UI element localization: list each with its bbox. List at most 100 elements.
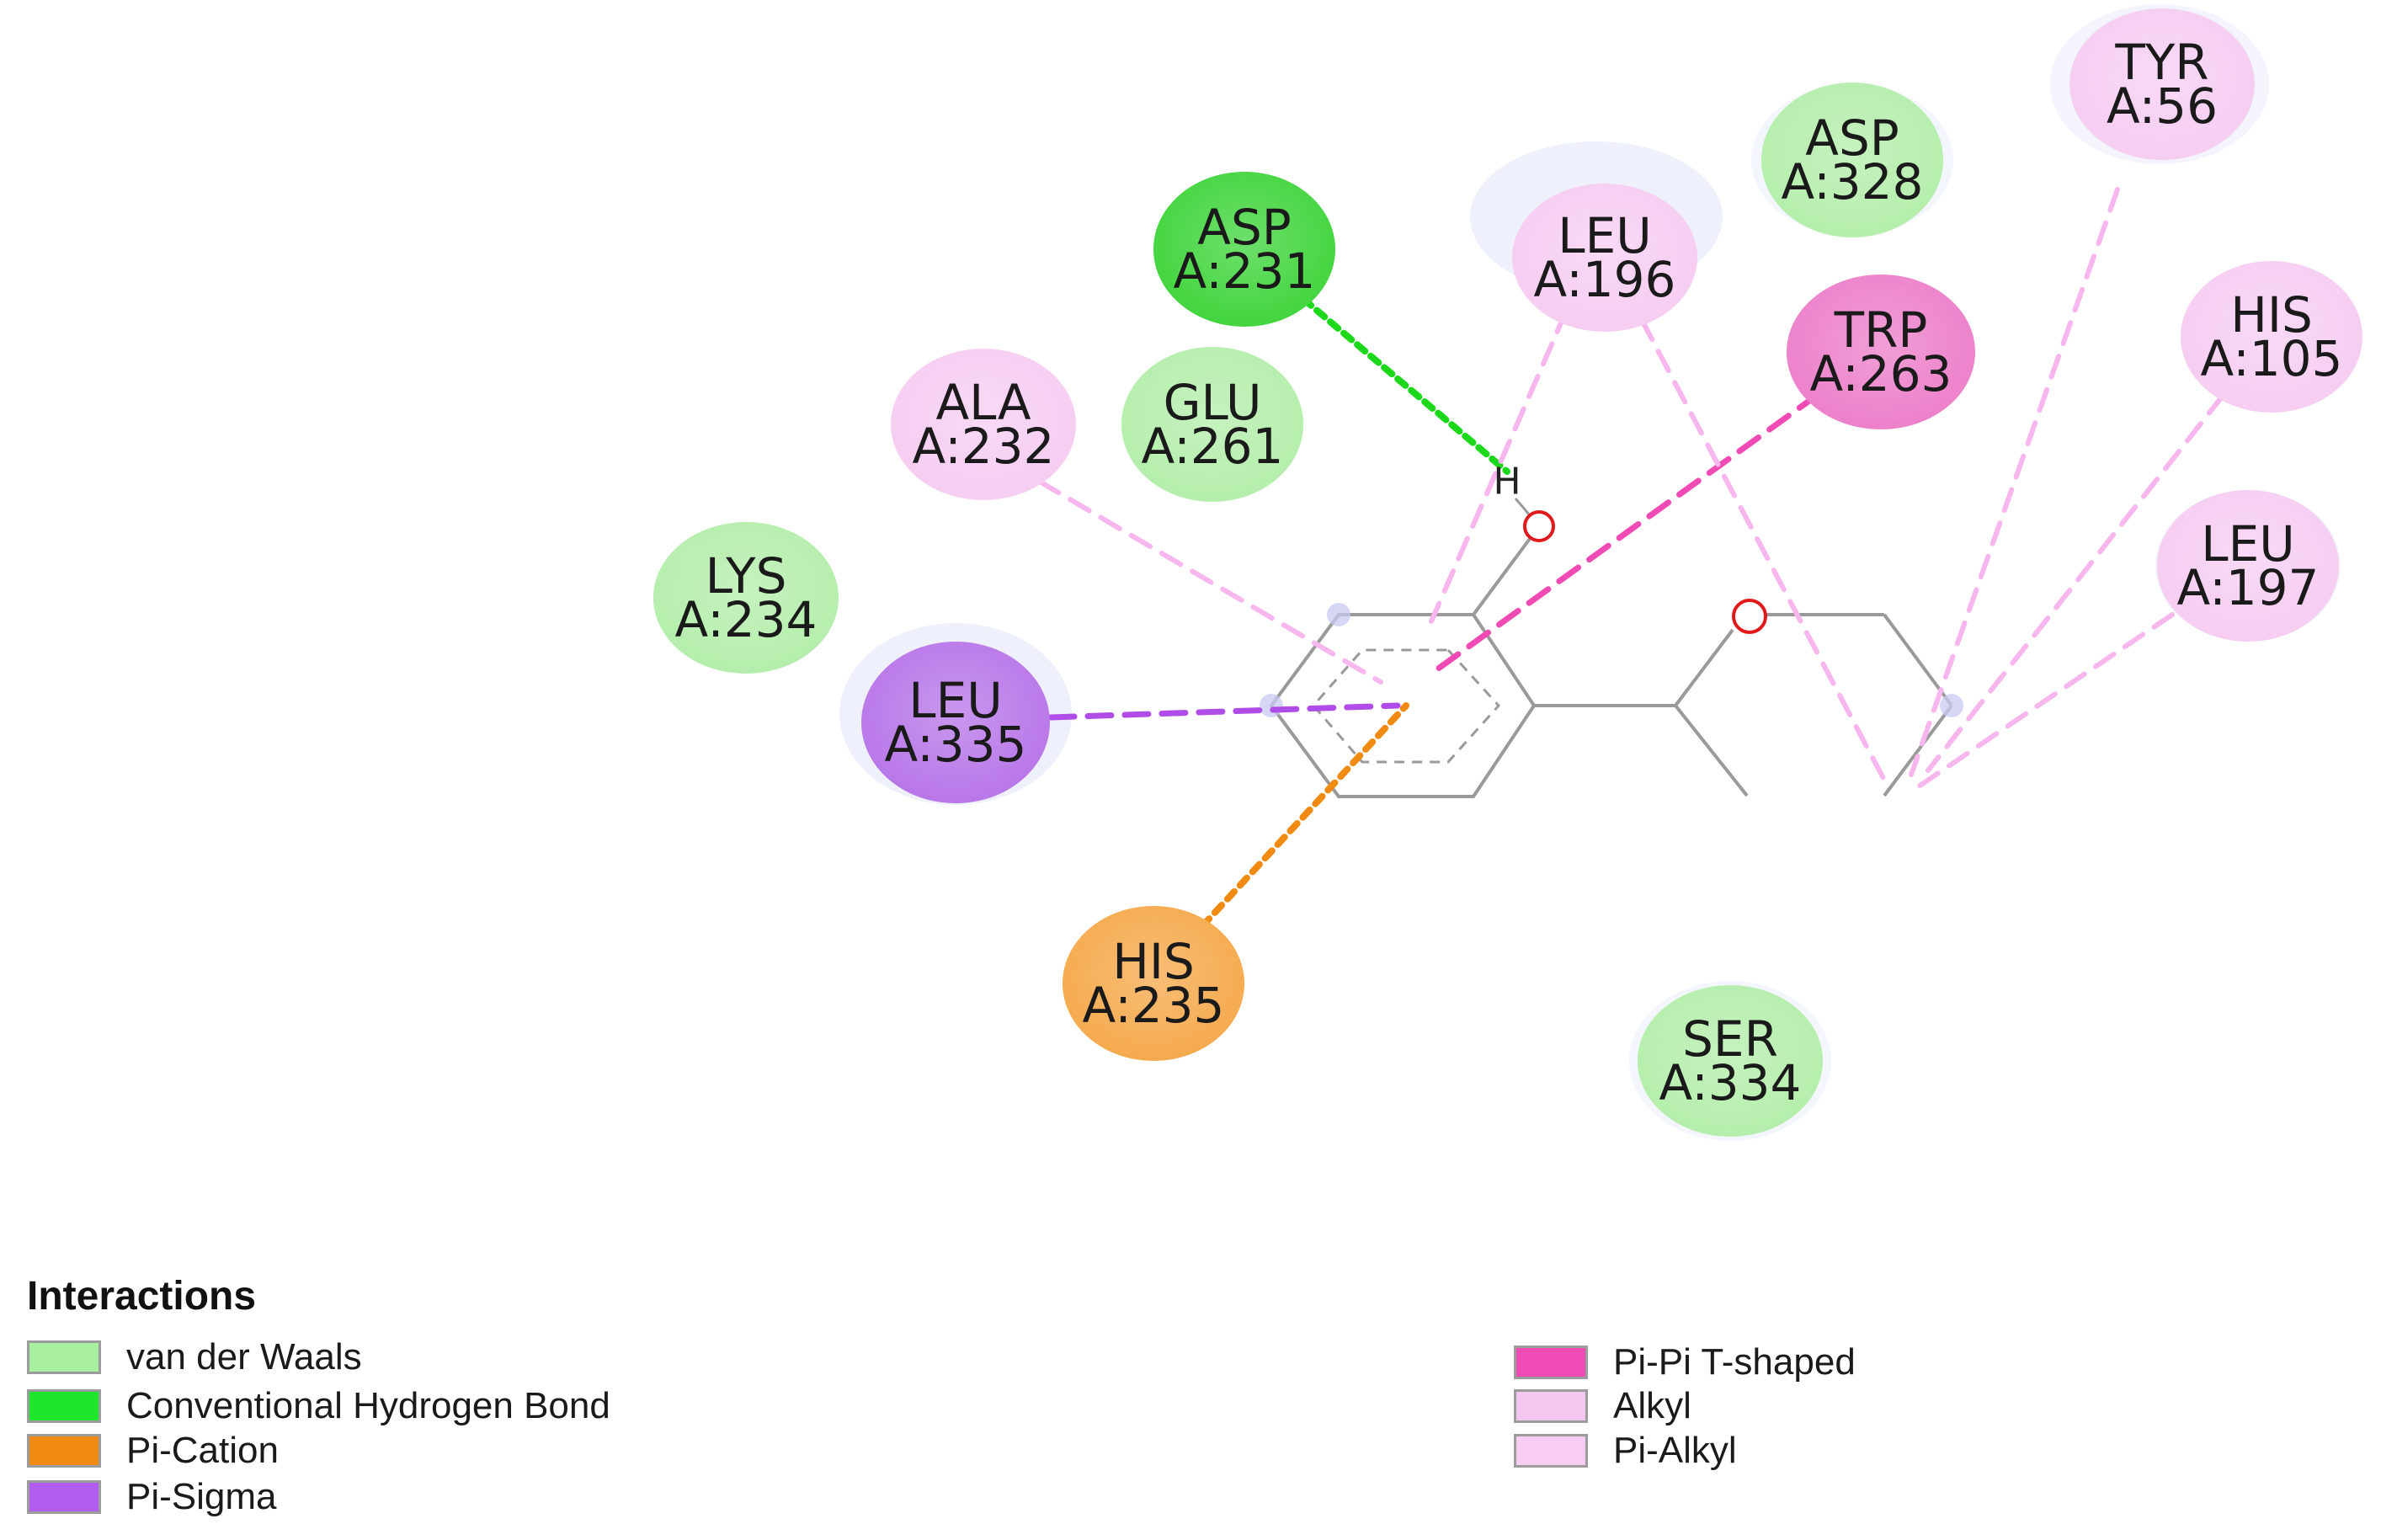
legend-swatch-pi-alkyl bbox=[1514, 1434, 1588, 1468]
residue-name-leu335: LEU bbox=[908, 672, 1002, 729]
legend-swatch-pi-cation bbox=[27, 1434, 101, 1468]
bond-ring-oh bbox=[1472, 525, 1541, 616]
residue-disc-leu335 bbox=[861, 642, 1050, 803]
residue-position-ser334: A:334 bbox=[1659, 1054, 1802, 1111]
residue-disc-his105 bbox=[2181, 261, 2362, 413]
residue-name-asp231: ASP bbox=[1197, 199, 1291, 256]
legend-label-alkyl: Alkyl bbox=[1613, 1385, 1691, 1426]
ligand-atoms: H bbox=[1493, 461, 1767, 634]
residue-name-his235: HIS bbox=[1112, 933, 1195, 990]
pialkyl-ala232 bbox=[1037, 479, 1383, 685]
legend-item-pi-cation: Pi-Cation bbox=[27, 1427, 279, 1474]
residue-position-asp231: A:231 bbox=[1174, 242, 1316, 300]
residue-disc-tyr56 bbox=[2069, 8, 2255, 160]
legend-swatch-hbond bbox=[27, 1389, 101, 1423]
legend: Interactions van der Waals Conventional … bbox=[27, 1273, 2351, 1526]
alkyl-leu197 bbox=[1909, 612, 2175, 794]
residue-name-his105: HIS bbox=[2230, 286, 2313, 344]
legend-label-hbond: Conventional Hydrogen Bond bbox=[126, 1385, 610, 1426]
interaction-diagram: H ASPA:231LEUA:196ASPA:328TYRA:56TRPA:26… bbox=[653, 4, 2362, 1141]
residue-position-tyr56: A:56 bbox=[2107, 77, 2218, 135]
residue-name-ala232: ALA bbox=[936, 374, 1031, 431]
legend-item-vdw: van der Waals bbox=[27, 1334, 362, 1381]
glow-ring-left bbox=[1260, 694, 1283, 717]
glow-ring-top bbox=[1327, 603, 1350, 626]
glow-chain-end bbox=[1940, 694, 1963, 717]
pisigma-leu335 bbox=[1047, 702, 1401, 721]
residue-name-trp263: TRP bbox=[1834, 301, 1928, 359]
residue-name-asp328: ASP bbox=[1805, 109, 1899, 167]
aromatic-inner-ring bbox=[1312, 648, 1501, 764]
residue-disc-leu196 bbox=[1512, 184, 1697, 332]
alkyl-leu196 bbox=[1639, 317, 1888, 786]
residue-disc-lys234 bbox=[653, 522, 839, 674]
residue-disc-asp328 bbox=[1761, 83, 1943, 237]
legend-title: Interactions bbox=[27, 1274, 257, 1319]
legend-label-pi-alkyl: Pi-Alkyl bbox=[1613, 1430, 1737, 1471]
residue-disc-his235 bbox=[1063, 906, 1244, 1061]
residue-disc-ser334 bbox=[1638, 985, 1823, 1137]
alkyl-tyr56 bbox=[1909, 187, 2120, 777]
atom-o2-ring bbox=[1732, 599, 1767, 634]
legend-label-vdw: van der Waals bbox=[126, 1336, 362, 1377]
residue-name-leu197: LEU bbox=[2201, 515, 2294, 573]
residue-position-glu261: A:261 bbox=[1142, 418, 1284, 475]
alkyl-his105 bbox=[1926, 393, 2225, 773]
legend-label-pi-sigma: Pi-Sigma bbox=[126, 1476, 277, 1517]
residue-position-trp263: A:263 bbox=[1810, 345, 1952, 402]
pipi-trp263 bbox=[1428, 391, 1822, 677]
legend-item-pi-pi: Pi-Pi T-shaped bbox=[1514, 1339, 1856, 1386]
bond-ch2-ch3 bbox=[1883, 704, 1953, 797]
residue-position-his105: A:105 bbox=[2201, 330, 2343, 387]
residue-position-ala232: A:232 bbox=[913, 418, 1055, 475]
legend-swatch-pi-pi bbox=[1514, 1346, 1588, 1379]
legend-item-hbond: Conventional Hydrogen Bond bbox=[27, 1383, 610, 1430]
residue-disc-leu197 bbox=[2157, 490, 2339, 642]
residues: ASPA:231LEUA:196ASPA:328TYRA:56TRPA:263H… bbox=[653, 8, 2362, 1137]
legend-swatch-vdw bbox=[27, 1340, 101, 1374]
bond-ch-o bbox=[1674, 628, 1734, 707]
pication-his235 bbox=[1199, 702, 1409, 930]
residue-disc-asp231 bbox=[1153, 172, 1335, 327]
residue-position-leu335: A:335 bbox=[885, 716, 1027, 773]
legend-item-pi-alkyl: Pi-Alkyl bbox=[1514, 1427, 1737, 1474]
bond-ch-methyl bbox=[1674, 704, 1749, 797]
legend-swatch-alkyl bbox=[1514, 1389, 1588, 1423]
legend-label-pi-cation: Pi-Cation bbox=[126, 1430, 279, 1471]
residue-name-leu196: LEU bbox=[1558, 207, 1651, 264]
residue-position-lys234: A:234 bbox=[675, 591, 818, 648]
pialkyl-leu196 bbox=[1429, 309, 1569, 624]
residue-name-glu261: GLU bbox=[1164, 374, 1262, 431]
residue-position-asp328: A:328 bbox=[1782, 153, 1924, 210]
residue-position-leu196: A:196 bbox=[1534, 251, 1676, 308]
legend-label-pi-pi: Pi-Pi T-shaped bbox=[1613, 1341, 1856, 1383]
ligand-structure bbox=[1269, 498, 1953, 798]
atom-o1-ring bbox=[1523, 510, 1555, 542]
residue-position-his235: A:235 bbox=[1083, 977, 1225, 1034]
residue-position-leu197: A:197 bbox=[2177, 559, 2320, 616]
legend-item-alkyl: Alkyl bbox=[1514, 1383, 1691, 1430]
legend-swatch-pi-sigma bbox=[27, 1480, 101, 1514]
residue-disc-glu261 bbox=[1121, 347, 1303, 502]
residue-name-lys234: LYS bbox=[706, 547, 787, 605]
interaction-lines bbox=[1037, 187, 2225, 930]
residue-disc-trp263 bbox=[1787, 274, 1975, 429]
hbond-asp231 bbox=[1300, 296, 1510, 475]
residue-name-tyr56: TYR bbox=[2114, 34, 2208, 91]
residue-name-ser334: SER bbox=[1682, 1010, 1778, 1068]
legend-item-pi-sigma: Pi-Sigma bbox=[27, 1473, 277, 1521]
atom-h1: H bbox=[1493, 461, 1521, 504]
